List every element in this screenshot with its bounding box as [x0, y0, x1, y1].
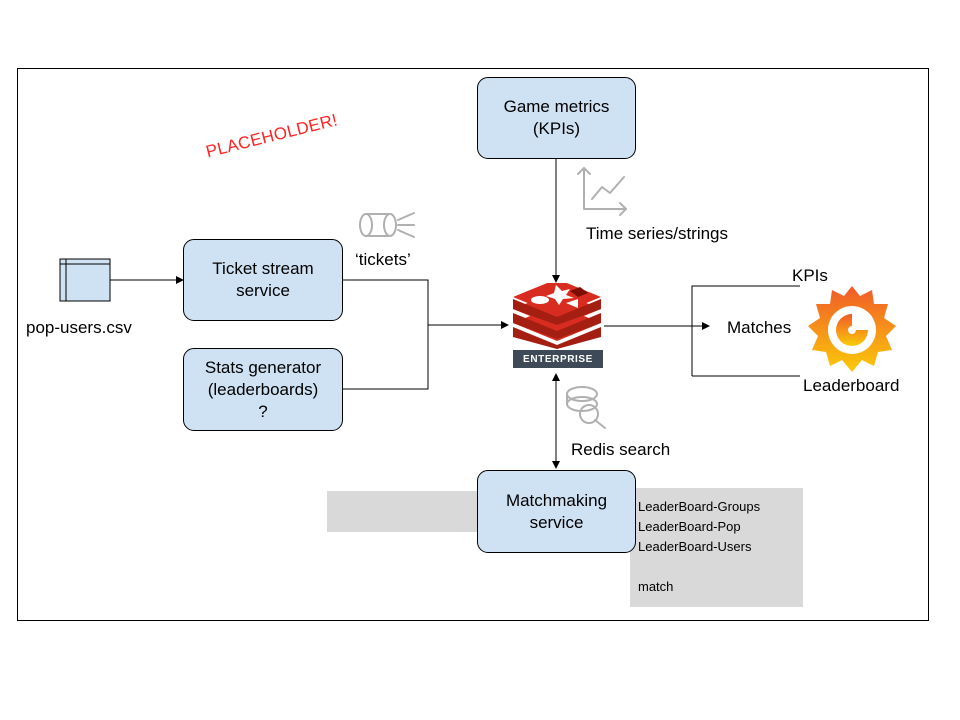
grafana-logo: [808, 286, 896, 372]
matchmaking-label: Matchmaking service: [505, 490, 608, 532]
grey-bar-left: [327, 491, 478, 532]
ticket-stream-box: Ticket stream service: [183, 239, 343, 321]
redis-search-label: Redis search: [571, 440, 671, 459]
search-icon: [566, 386, 606, 429]
stream-icon: [359, 212, 415, 238]
enterprise-badge: ENTERPRISE: [513, 350, 603, 368]
csv-file-label: pop-users.csv: [26, 318, 132, 337]
redis-logo: [513, 283, 601, 349]
leaderboard-label: Leaderboard: [803, 376, 900, 395]
wire-ticket-stream-out: [343, 279, 429, 325]
key-item: LeaderBoard-Groups: [638, 499, 761, 514]
wire-stats-out: [343, 325, 429, 390]
key-item: [638, 557, 760, 577]
stats-generator-label: Stats generator (leaderboards) ?: [204, 357, 322, 421]
stats-generator-box: Stats generator (leaderboards) ?: [183, 348, 343, 431]
wire-to-kpis: [691, 285, 800, 376]
keys-panel: [630, 488, 803, 607]
tickets-label: ‘tickets’: [355, 250, 411, 269]
game-metrics-label: Game metrics (KPIs): [503, 97, 610, 138]
key-item: LeaderBoard-Pop: [638, 519, 741, 534]
diagram-frame: [17, 68, 929, 621]
ticket-stream-label: Ticket stream service: [212, 259, 314, 300]
kpis-label: KPIs: [792, 266, 828, 285]
matches-label: Matches: [727, 318, 792, 337]
keys-list: LeaderBoard-Groups LeaderBoard-Pop Leade…: [638, 497, 760, 597]
matchmaking-box: Matchmaking service: [477, 470, 636, 553]
key-item: match: [638, 579, 674, 594]
time-series-label: Time series/strings: [586, 224, 729, 243]
key-item: LeaderBoard-Users: [638, 539, 752, 554]
file-icon: [59, 258, 111, 302]
chart-icon: [577, 167, 627, 216]
game-metrics-box: Game metrics (KPIs): [477, 77, 636, 159]
